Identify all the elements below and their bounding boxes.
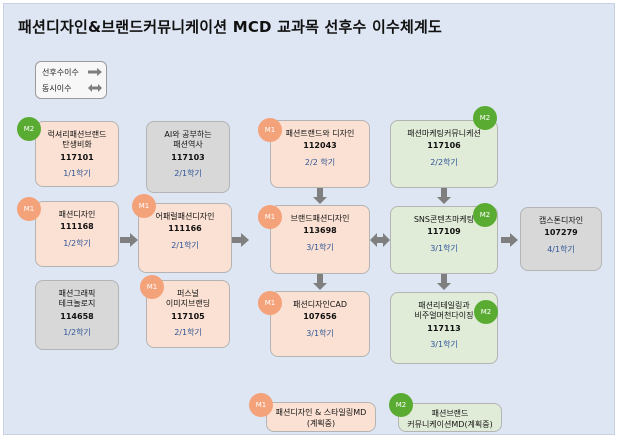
course-box-brand[interactable]: 브랜드패션디자인 113698 3/1학기 (270, 205, 370, 274)
arrow-trend-to-brand (313, 188, 327, 204)
course-box-marketing[interactable]: 패션마케팅커뮤니케션 117106 2/2학기 (390, 120, 498, 188)
planned-m1-box[interactable]: 패션디자인 & 스타일링MD (계획중) (266, 402, 376, 432)
page-title: 패션디자인&브랜드커뮤니케이션 MCD 교과목 선후수 이수체계도 (18, 18, 442, 36)
arrow-brand-sns-concurrent (370, 233, 390, 247)
legend: 선후수이수 동시이수 (35, 61, 107, 99)
badge-m1: M1 (17, 197, 41, 221)
course-box-trend[interactable]: 패션트랜드와 디자인 112043 2/2 학기 (270, 120, 370, 188)
curriculum-diagram: 패션디자인&브랜드커뮤니케이션 MCD 교과목 선후수 이수체계도 선후수이수 … (3, 3, 615, 435)
badge-m1: M1 (140, 275, 164, 299)
badge-m2: M2 (473, 106, 497, 130)
arrow-sns-to-capstone (501, 233, 518, 247)
badge-m2: M2 (389, 393, 413, 417)
arrow-brand-to-cad (313, 274, 327, 290)
course-box-graphic[interactable]: 패션그래픽 테크놀로지 114658 1/2학기 (35, 280, 119, 350)
badge-m2: M2 (17, 117, 41, 141)
badge-m2: M2 (474, 300, 498, 324)
badge-m1: M1 (258, 205, 282, 229)
course-box-design[interactable]: 패션디자인 111168 1/2학기 (35, 201, 119, 267)
arrow-marketing-to-sns (437, 188, 451, 204)
course-box-cad[interactable]: 패션디자인CAD 107656 3/1학기 (270, 291, 370, 357)
arrow-apparel-to-brand (232, 233, 249, 247)
course-box-luxury[interactable]: 럭셔리패션브랜드 탄생비화 117101 1/1학기 (35, 121, 119, 187)
arrows-layer (120, 188, 518, 290)
arrow-sns-to-retail (437, 274, 451, 290)
planned-m2-box[interactable]: 패션브랜드 커뮤니케이션MD(계획중) (398, 403, 502, 432)
badge-m1: M1 (132, 194, 156, 218)
concurrent-arrow-icon (88, 84, 102, 92)
badge-m2: M2 (473, 203, 497, 227)
course-box-apparel[interactable]: 어패럴패션디자인 111166 2/1학기 (138, 203, 232, 273)
sequential-arrow-icon (88, 68, 102, 76)
course-box-ai[interactable]: AI와 공부하는 패션역사 117103 2/1학기 (146, 121, 230, 193)
course-box-capstone[interactable]: 캡스톤디자인 107279 4/1학기 (520, 207, 602, 271)
badge-m1: M1 (258, 291, 282, 315)
legend-concurrent-label: 동시이수 (42, 84, 72, 93)
badge-m1: M1 (249, 393, 273, 417)
arrow-design-to-apparel (120, 233, 138, 247)
legend-sequential-label: 선후수이수 (42, 68, 79, 77)
badge-m1: M1 (258, 118, 282, 142)
